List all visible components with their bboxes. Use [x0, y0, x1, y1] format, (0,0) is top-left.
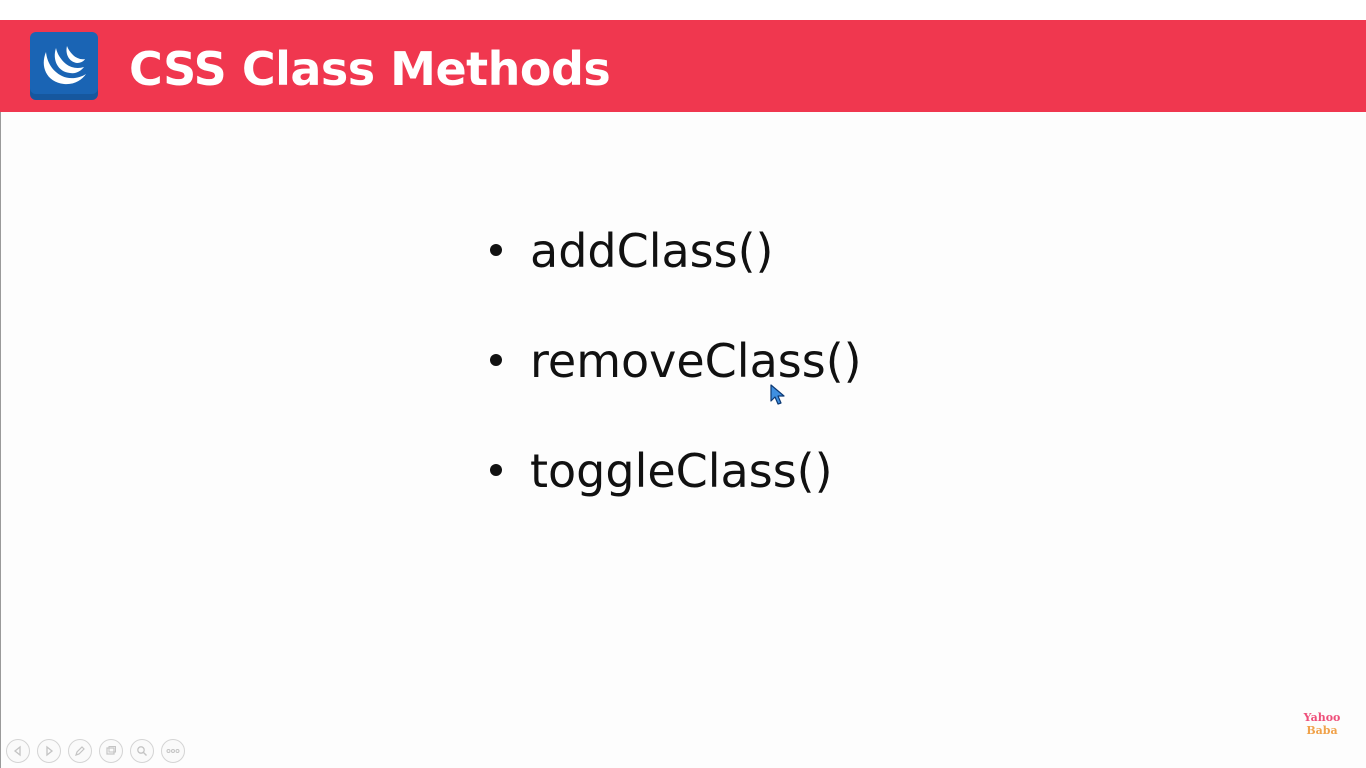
bullet-dot-icon [490, 354, 502, 366]
slide-header [0, 20, 1366, 112]
slide-title: CSS Class Methods [129, 42, 611, 96]
zoom-icon[interactable] [130, 739, 154, 763]
bullet-text: addClass() [530, 224, 774, 278]
bullet-dot-icon [490, 244, 502, 256]
mouse-cursor-icon [770, 384, 786, 411]
previous-icon[interactable] [6, 739, 30, 763]
slides-icon[interactable] [99, 739, 123, 763]
channel-watermark: Yahoo Baba [1300, 711, 1344, 737]
bullet-text: removeClass() [530, 334, 862, 388]
bullet-text: toggleClass() [530, 444, 833, 498]
bullet-dot-icon [490, 464, 502, 476]
next-icon[interactable] [37, 739, 61, 763]
watermark-line-1: Yahoo [1303, 711, 1341, 724]
top-strip [0, 0, 1366, 20]
more-icon[interactable] [161, 739, 185, 763]
jquery-logo-icon [30, 32, 98, 100]
slideshow-controls [6, 739, 185, 763]
watermark-line-2: Baba [1306, 724, 1338, 737]
pen-icon[interactable] [68, 739, 92, 763]
slide-left-border [0, 112, 1, 768]
